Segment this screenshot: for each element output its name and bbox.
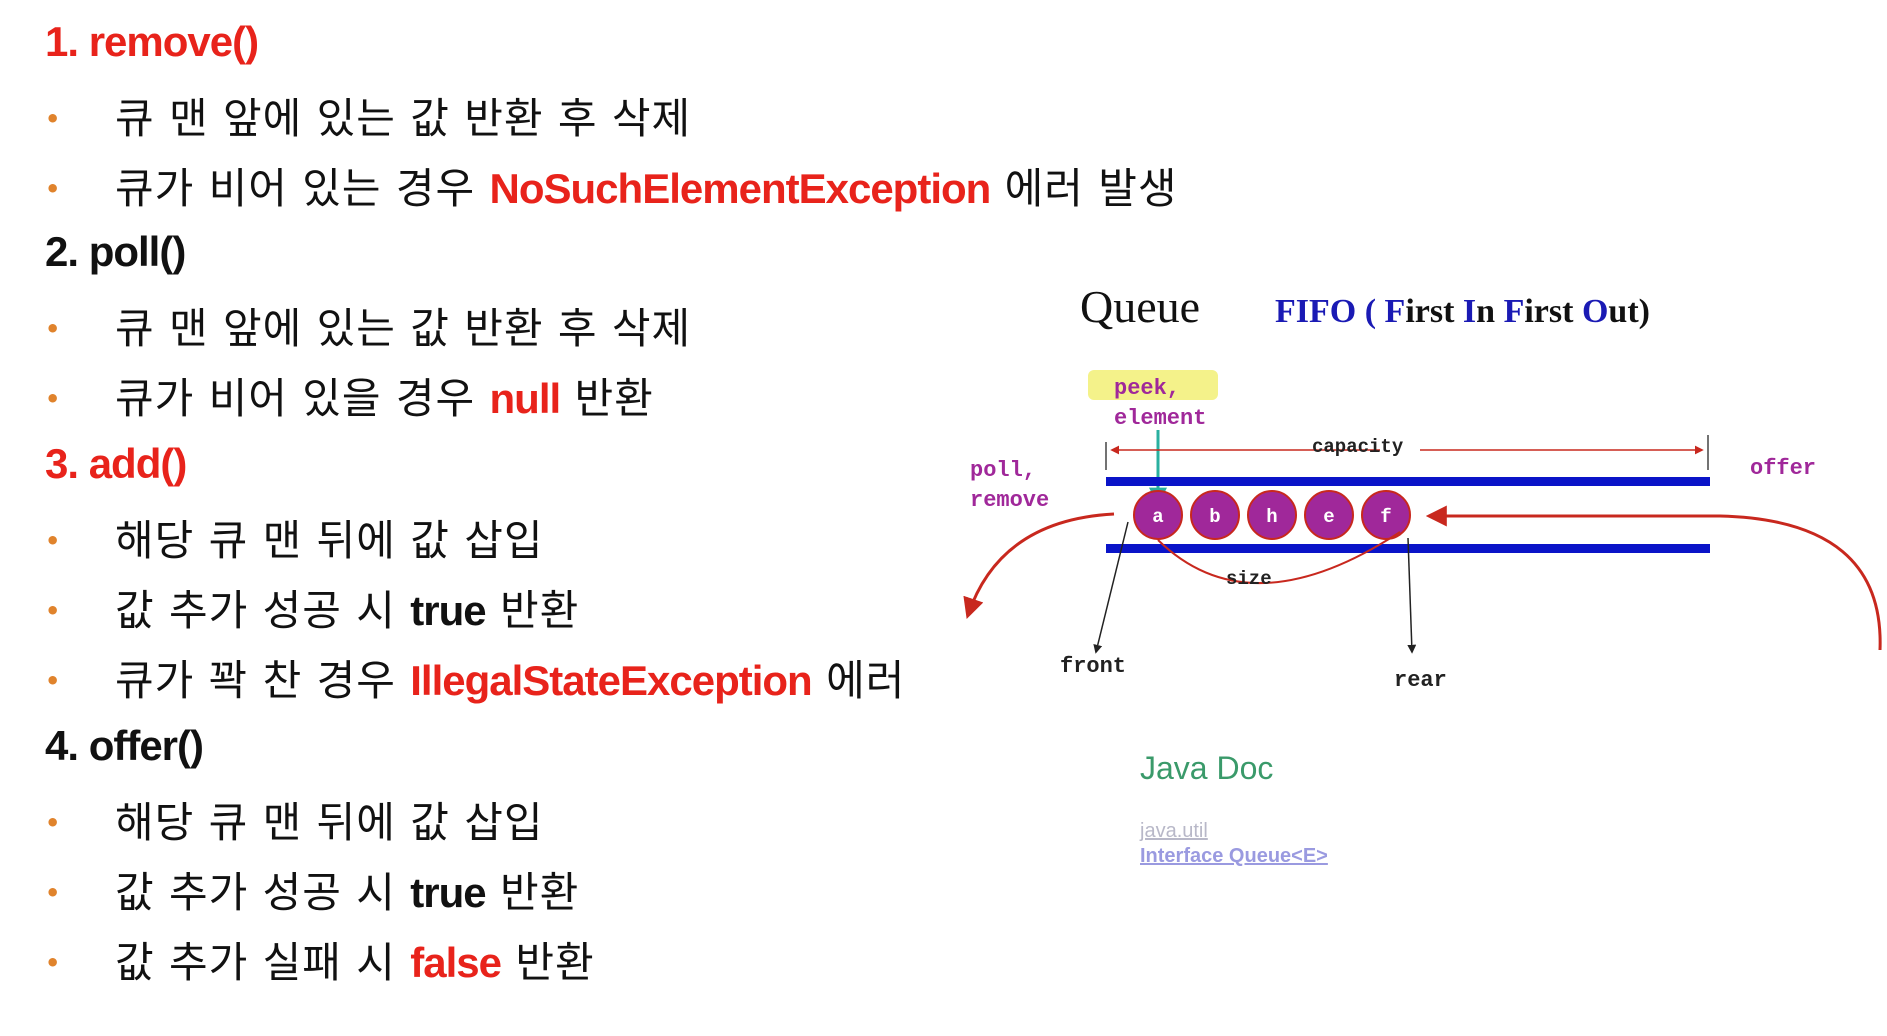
highlighted-term: IllegalStateException [410,657,812,704]
diagram-title: Queue [1080,281,1200,332]
bullet-dot-icon: • [45,949,61,977]
bullet-text: 값 추가 성공 시 true 반환 [115,580,579,642]
offer-label: offer [1750,456,1816,481]
queue-node-label: h [1266,506,1277,528]
fifo-part: O [1582,293,1608,330]
fifo-part: ) [1639,293,1650,330]
enqueue-arrow [1425,505,1882,651]
queue-node-label: a [1152,506,1163,528]
rear-pointer [1407,537,1417,654]
highlighted-term: true [410,869,486,916]
queue-node-label: f [1380,506,1391,528]
bullet-text-part: 해당 큐 맨 뒤에 값 삽입 [115,798,544,847]
bullet-text-part: 에러 [811,656,906,705]
section-heading: 1. remove() [45,18,259,65]
bullet-text: 값 추가 성공 시 true 반환 [115,862,579,924]
bullet-text-part: 반환 [560,374,654,423]
bullet-text-part: 해당 큐 맨 뒤에 값 삽입 [115,516,544,565]
size-curve [1157,531,1401,585]
front-label: front [1060,654,1126,679]
bullet-text-part: 큐 맨 앞에 있는 값 반환 후 삭제 [115,304,692,353]
bullet-text-part: 반환 [485,868,580,917]
queue-methods-list: 1. remove() • 큐 맨 앞에 있는 값 반환 후 삭제 • 큐가 비어 있는… [45,18,1177,994]
bullet-text-part: 에러 발생 [990,164,1178,213]
package-link[interactable]: java.util [1140,820,1208,842]
section-heading: 4. offer() [45,722,204,769]
fifo-part: F [1385,293,1406,330]
bullet-text-part: 큐가 꽉 찬 경우 [115,656,411,705]
fifo-prefix: FIFO ( [1275,293,1376,330]
bullet-text: 큐 맨 앞에 있는 값 반환 후 삭제 [115,88,691,150]
bullet-text: 큐가 비어 있을 경우 null 반환 [115,368,654,430]
fifo-label: FIFO ( First In First Out) [1275,293,1650,330]
highlighted-term: NoSuchElementException [489,165,992,212]
peek-highlight [1088,370,1218,400]
bullet-text: 해당 큐 맨 뒤에 값 삽입 [115,510,544,572]
fifo-part: I [1463,293,1476,330]
capacity-label: capacity [1312,436,1404,458]
fifo-part: irst [1405,293,1463,330]
queue-top-bar [1106,477,1710,486]
fifo-part: ut [1608,293,1639,330]
poll-label: poll, [970,458,1036,483]
highlighted-term: null [489,375,562,422]
bullet-text: 해당 큐 맨 뒤에 값 삽입 [115,792,544,854]
fifo-part: irst [1524,293,1582,330]
bullet-dot-icon: • [45,527,61,555]
queue-diagram-svg: Queue FIFO ( First In First Out) peek, e… [963,281,1882,693]
bullet-dot-icon: • [45,809,61,837]
bullet-dot-icon: • [45,175,61,203]
highlighted-term: false [410,939,502,986]
remove-label: remove [970,488,1049,513]
bullet-text-part: 값 추가 실패 시 [115,938,411,987]
bullet-dot-icon: • [45,597,61,625]
rear-label: rear [1394,668,1447,693]
bullet-text: 큐가 비어 있는 경우 NoSuchElementException 에러 발생 [115,158,1178,220]
section-heading: 3. add() [45,440,187,487]
bullet-text-part: 큐가 비어 있을 경우 [115,374,490,423]
bullet-dot-icon: • [45,315,61,343]
peek-label: peek, [1114,376,1180,401]
highlighted-term: true [410,587,486,634]
queue-node [1247,490,1297,540]
queue-diagram: Queue FIFO ( First In First Out) peek, e… [960,270,1887,890]
bullet-text-part: 큐가 비어 있는 경우 [115,164,490,213]
bullet-text: 큐 맨 앞에 있는 값 반환 후 삭제 [115,298,691,360]
bullet-dot-icon: • [45,385,61,413]
queue-node [1361,490,1411,540]
bullet-text: 큐가 꽉 찬 경우 IllegalStateException 에러 [115,650,905,712]
bullet-dot-icon: • [45,879,61,907]
front-pointer [1093,521,1129,654]
section-heading: 2. poll() [45,228,186,275]
size-label: size [1226,568,1272,590]
element-label: element [1114,406,1206,431]
queue-node [1190,490,1240,540]
bullet-text-part: 큐 맨 앞에 있는 값 반환 후 삭제 [115,94,692,143]
queue-node-label: e [1323,506,1334,528]
queue-node [1133,490,1183,540]
bullet-text-part: 값 추가 성공 시 [115,586,411,635]
fifo-part: F [1504,293,1525,330]
fifo-part: n [1476,293,1503,330]
queue-node-label: b [1209,506,1220,528]
bullet-text-part: 값 추가 성공 시 [115,868,411,917]
interface-link[interactable]: Interface Queue<E> [1140,845,1328,867]
bullet-text: 값 추가 실패 시 false 반환 [115,932,595,994]
bullet-dot-icon: • [45,667,61,695]
bullet-dot-icon: • [45,105,61,133]
bullet-text-part: 반환 [500,938,595,987]
dequeue-arrow [963,512,1115,619]
javadoc-title: Java Doc [1140,750,1274,786]
bullet-text-part: 반환 [485,586,580,635]
queue-node [1304,490,1354,540]
